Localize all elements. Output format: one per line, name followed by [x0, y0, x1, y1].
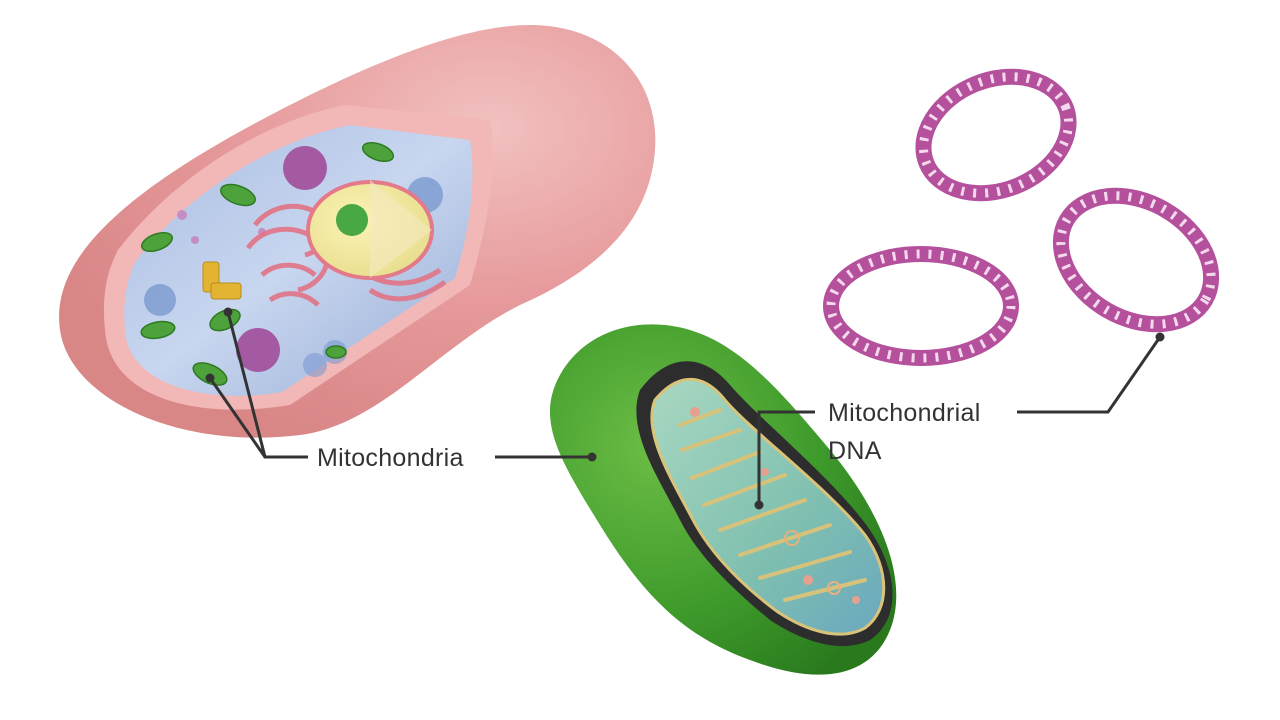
- leader-dot: [223, 307, 233, 317]
- mitochondria-label: Mitochondria: [317, 444, 464, 472]
- mitochondria-leader: [208, 311, 592, 459]
- leader-dot: [587, 452, 597, 462]
- leader-dot: [1155, 332, 1165, 342]
- mtdna-leader: [757, 336, 1162, 505]
- eukaryotic-cell-icon: [59, 25, 656, 438]
- dna-ring-icon: [1052, 187, 1220, 333]
- mitochondrion-icon: [549, 324, 897, 675]
- mtdna-label-line1: Mitochondrial: [828, 399, 981, 427]
- leader-dot: [754, 500, 764, 510]
- dna-ring-icon: [823, 246, 1019, 366]
- mtdna-label-line2: DNA: [828, 437, 882, 465]
- dna-ring-icon: [915, 68, 1077, 202]
- leader-dot: [205, 373, 215, 383]
